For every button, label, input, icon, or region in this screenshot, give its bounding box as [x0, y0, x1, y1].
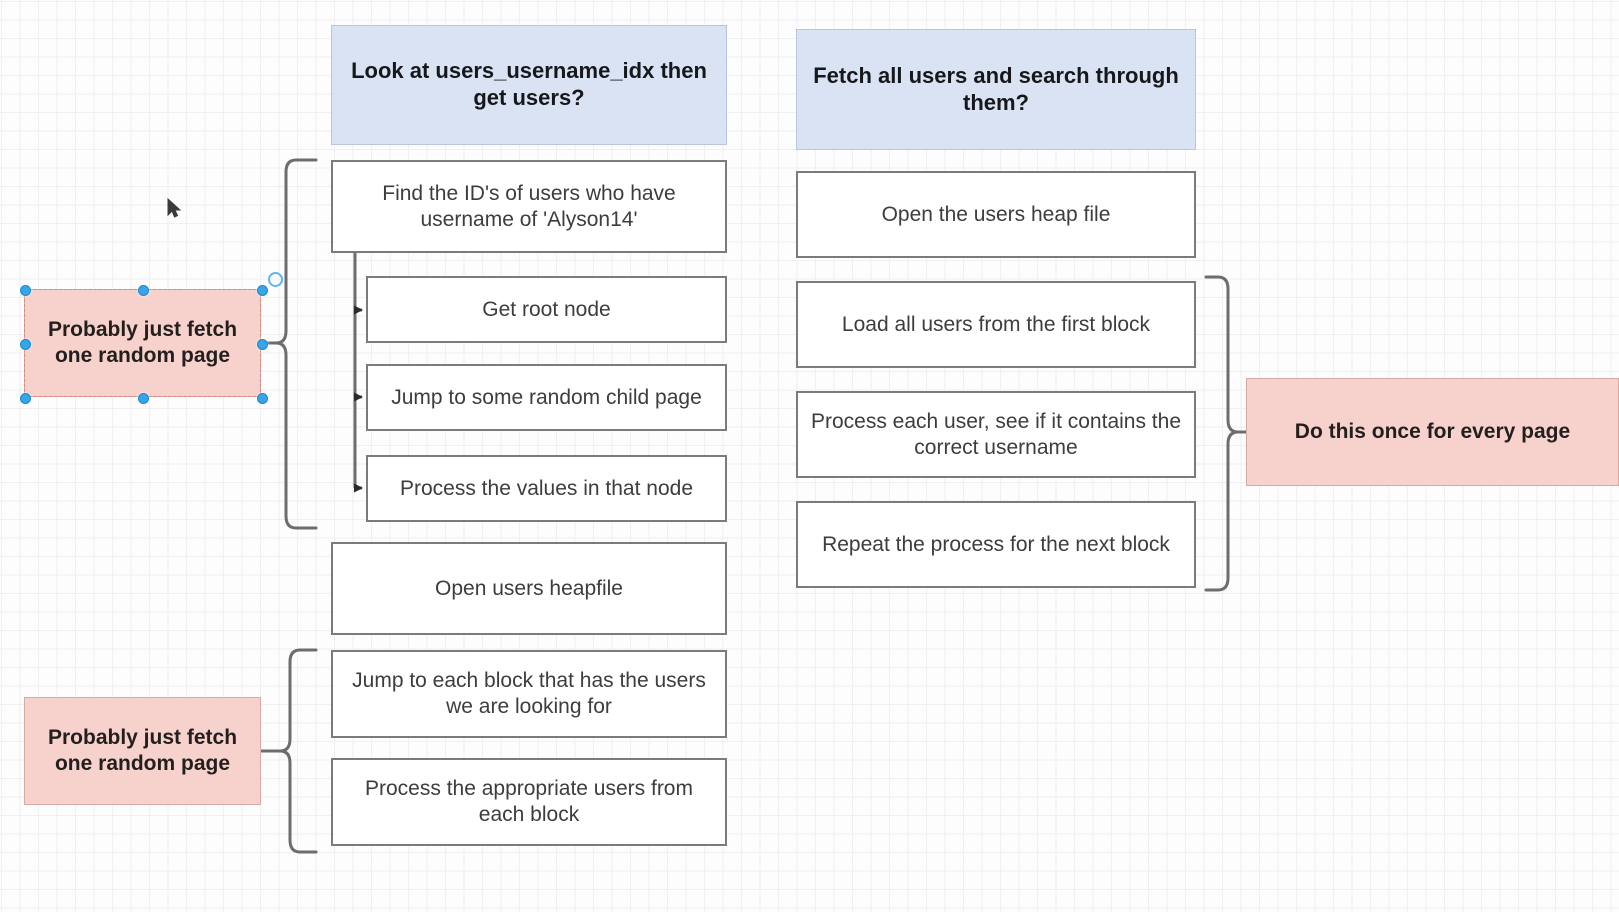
step-box-right-3[interactable]: Process each user, see if it contains th… — [796, 391, 1196, 478]
note-probably-fetch-one-random-page-top[interactable]: Probably just fetch one random page — [24, 289, 261, 397]
step-box-left-6[interactable]: Jump to each block that has the users we… — [331, 650, 727, 738]
rotate-handle-icon[interactable] — [267, 271, 283, 287]
note-do-this-once-for-every-page[interactable]: Do this once for every page — [1246, 378, 1619, 486]
tree-connector-left — [353, 252, 363, 493]
column-header-right[interactable]: Fetch all users and search through them? — [796, 29, 1196, 150]
resize-handle-e[interactable] — [256, 338, 268, 350]
column-header-left[interactable]: Look at users_username_idx then get user… — [331, 25, 727, 145]
step-box-right-4[interactable]: Repeat the process for the next block — [796, 501, 1196, 588]
resize-handle-nw[interactable] — [19, 284, 31, 296]
step-box-left-7[interactable]: Process the appropriate users from each … — [331, 758, 727, 846]
step-box-left-5[interactable]: Open users heapfile — [331, 542, 727, 635]
resize-handle-n[interactable] — [137, 284, 149, 296]
mouse-pointer-icon — [167, 198, 182, 218]
resize-handle-w[interactable] — [19, 338, 31, 350]
step-box-left-3[interactable]: Jump to some random child page — [366, 364, 727, 431]
resize-handle-sw[interactable] — [19, 392, 31, 404]
resize-handle-se[interactable] — [256, 392, 268, 404]
brace-left-top — [274, 158, 318, 530]
resize-handle-s[interactable] — [137, 392, 149, 404]
step-box-left-2[interactable]: Get root node — [366, 276, 727, 343]
brace-right — [1204, 275, 1240, 592]
step-box-right-1[interactable]: Open the users heap file — [796, 171, 1196, 258]
step-box-left-1[interactable]: Find the ID's of users who have username… — [331, 160, 727, 253]
step-box-right-2[interactable]: Load all users from the first block — [796, 281, 1196, 368]
brace-left-bottom — [278, 648, 318, 854]
note-probably-fetch-one-random-page-bottom[interactable]: Probably just fetch one random page — [24, 697, 261, 805]
resize-handle-ne[interactable] — [256, 284, 268, 296]
step-box-left-4[interactable]: Process the values in that node — [366, 455, 727, 522]
